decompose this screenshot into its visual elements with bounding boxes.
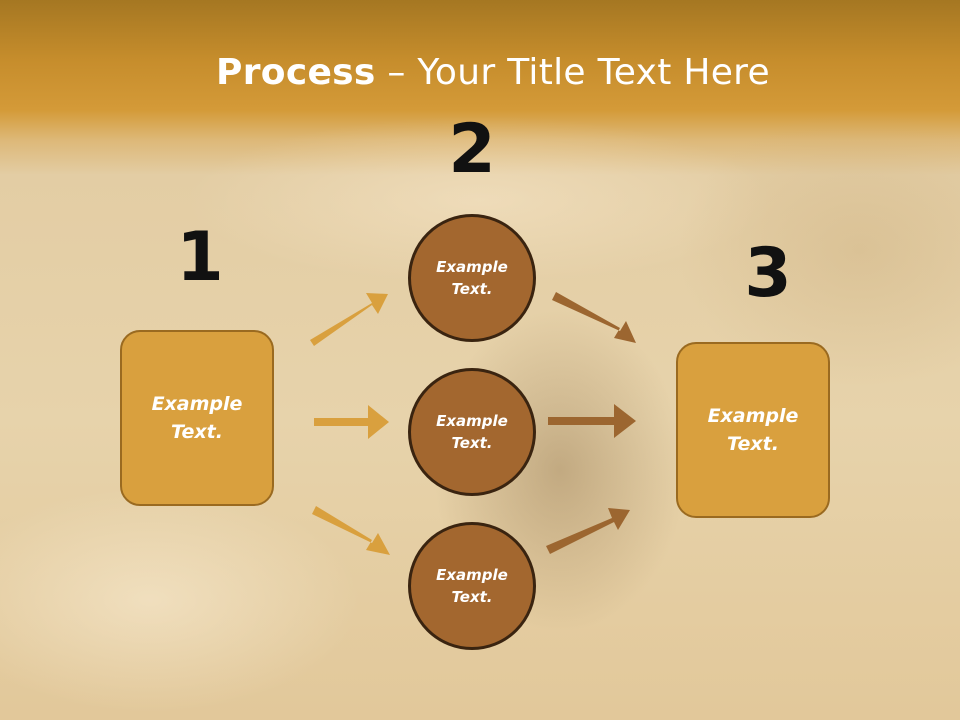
arrow-from-middle-circle [548,404,636,438]
step-1-text-line2: Text. [171,421,223,443]
arrow-to-top-circle [310,293,388,346]
step-1-text-line1: Example [151,392,243,415]
arrow-to-middle-circle [314,405,389,439]
step-number-3: 3 [744,234,792,313]
circle-middle-line2: Text. [451,434,493,452]
title-bold: Process [216,52,376,93]
arrow-from-bottom-circle [546,508,630,554]
circle-top-line2: Text. [451,280,493,298]
arrow-from-top-circle [552,292,636,343]
arrow-to-bottom-circle [312,506,390,555]
circle-middle-line1: Example [436,411,508,430]
step-3-text-line1: Example [707,404,799,427]
circle-bottom-line1: Example [436,565,508,584]
slide-title: Process – Your Title Text Here [0,52,960,93]
circle-bottom-line2: Text. [451,588,493,606]
step-number-2: 2 [448,110,496,189]
step-number-1: 1 [176,218,224,297]
circle-top-line1: Example [436,257,508,276]
step-3-text-line2: Text. [727,433,779,455]
title-rest: – Your Title Text Here [375,52,770,93]
